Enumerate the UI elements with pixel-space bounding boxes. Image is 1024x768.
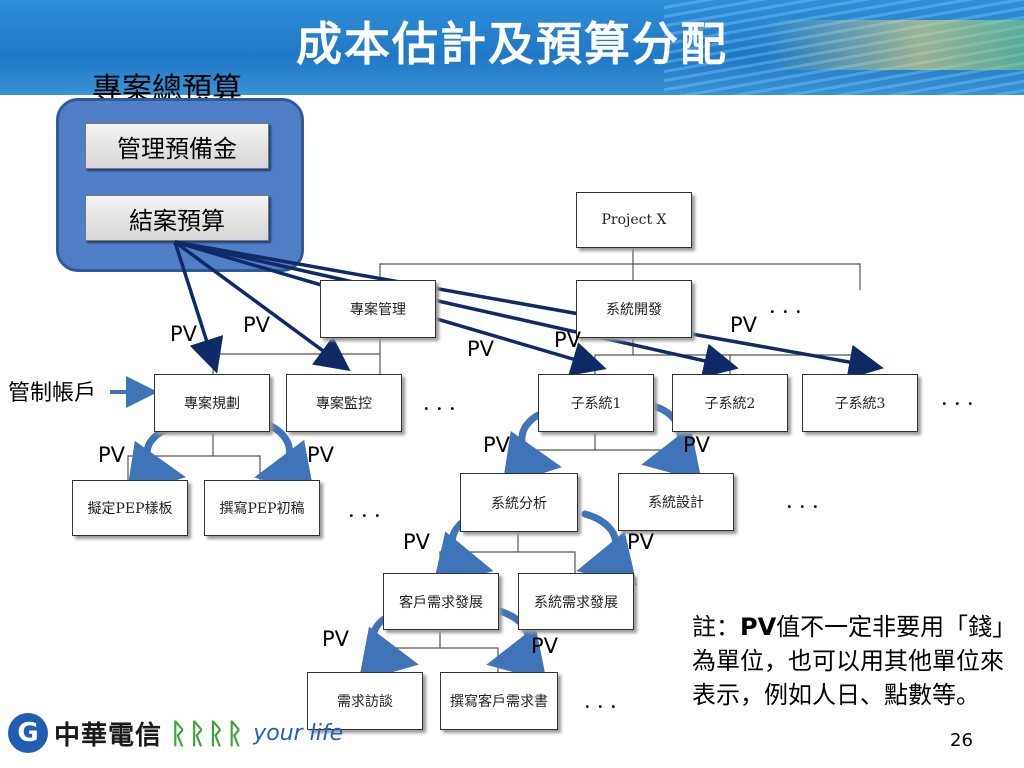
ellipsis: ．．． [422, 394, 470, 415]
ellipsis: ．．． [768, 297, 816, 318]
node-requirements-interview: 需求訪談 [307, 672, 423, 730]
pv-label: PV [243, 313, 271, 337]
node-system-design: 系統設計 [618, 473, 734, 531]
footnote-text: 值不一定非要用「錢」為單位，也可以用其他單位來表示，例如人日、點數等。 [692, 613, 1005, 709]
ellipsis: ．．． [940, 389, 988, 410]
logo-company-name: 中華電信 [54, 720, 163, 751]
node-system-development: 系統開發 [576, 280, 692, 338]
pv-label: PV [483, 433, 511, 457]
pv-label: PV [531, 634, 559, 658]
control-account-label: 管制帳戶 [8, 381, 97, 406]
node-pep-template: 擬定PEP樣板 [72, 480, 188, 536]
pv-label: PV [307, 443, 335, 467]
footnote-pv: PV [740, 613, 777, 641]
pv-label: PV [627, 530, 655, 554]
node-subsystem-2: 子系統2 [672, 374, 788, 432]
logo-figures-icon: ᚱᚱᚱᚱ [170, 716, 246, 750]
node-project-management: 專案管理 [320, 280, 436, 338]
company-logo: G 中華電信 ᚱᚱᚱᚱ your life [8, 710, 343, 756]
pv-label: PV [322, 627, 350, 651]
node-project-monitoring: 專案監控 [286, 374, 402, 432]
pv-label: PV [683, 433, 711, 457]
pv-label: PV [730, 313, 758, 337]
budget-panel: 管理預備金 結案預算 [56, 98, 304, 272]
node-subsystem-1: 子系統1 [538, 374, 654, 432]
node-project-planning: 專案規劃 [154, 374, 270, 432]
pv-label: PV [554, 328, 582, 352]
management-reserve-box: 管理預備金 [85, 123, 269, 169]
node-system-analysis: 系統分析 [460, 473, 578, 532]
page-title: 成本估計及預算分配 [296, 17, 728, 71]
node-subsystem-3: 子系統3 [802, 374, 918, 432]
header-decoration-glow [764, 20, 1024, 70]
ellipsis: ．．． [785, 492, 833, 513]
page-number: 26 [950, 730, 973, 751]
node-system-requirements: 系統需求發展 [518, 573, 634, 630]
node-pep-draft: 撰寫PEP初稿 [204, 480, 320, 536]
pv-label: PV [403, 530, 431, 554]
footnote: 註：PV值不一定非要用「錢」為單位，也可以用其他單位來表示，例如人日、點數等。 [692, 610, 1012, 712]
header-banner [0, 0, 1024, 95]
ellipsis: ．．． [583, 692, 631, 713]
pv-label: PV [467, 337, 495, 361]
footnote-prefix: 註： [692, 613, 740, 641]
pv-label: PV [98, 443, 126, 467]
ellipsis: ．．． [347, 501, 395, 522]
logo-emblem-icon: G [8, 713, 48, 753]
node-project-x: Project X [576, 192, 692, 248]
logo-tagline: your life [253, 720, 344, 746]
closing-budget-box: 結案預算 [85, 195, 269, 241]
node-customer-requirements-doc: 撰寫客戶需求書 [440, 672, 558, 730]
pv-label: PV [170, 322, 198, 346]
node-customer-requirements: 客戶需求發展 [383, 573, 499, 630]
